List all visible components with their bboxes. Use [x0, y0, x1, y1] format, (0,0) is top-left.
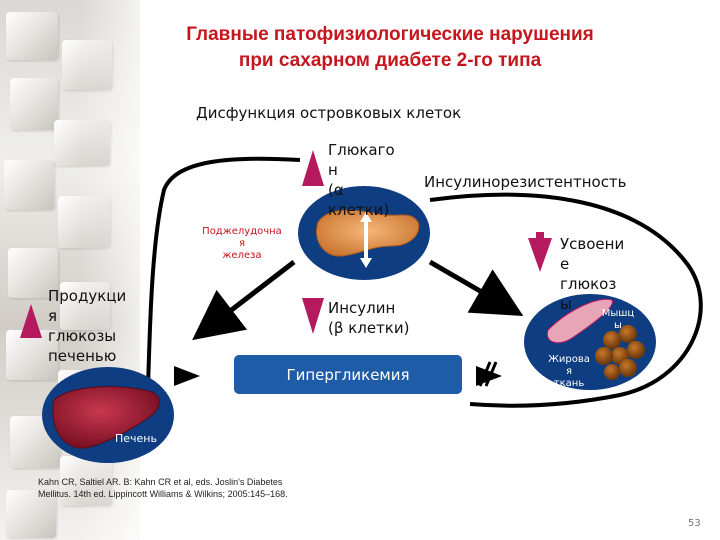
fat-label-line: ткань — [553, 378, 585, 389]
subtitle: Дисфункция островковых клеток — [196, 104, 462, 122]
muscle-label: Мышц ы — [598, 308, 638, 332]
block-slash-2 — [484, 361, 498, 387]
glucagon-label-line: (α — [328, 181, 344, 199]
liver-production-up-triangle — [20, 304, 42, 338]
page-title: Главные патофизиологические нарушения пр… — [90, 22, 690, 74]
fat-label-line: Жирова — [548, 354, 590, 365]
glucagon-label-line: Глюкаго — [328, 141, 395, 159]
liver-production-label: Продукци я глюкозы печенью — [48, 286, 126, 366]
pancreas-label-line: железа — [222, 250, 262, 261]
hyperglycemia-box: Гипергликемия — [234, 355, 462, 394]
muscle-label-line: ы — [614, 320, 622, 331]
glucose-uptake-label-line: глюкоз — [560, 275, 617, 293]
insulin-resistance-label: Инсулинорезистентность — [424, 173, 627, 191]
sugar-cube — [6, 12, 58, 60]
glucose-uptake-label-line: Усвоени — [560, 235, 625, 253]
insulin-label-line: Инсулин — [328, 299, 396, 317]
insulin-label-line: (β клетки) — [328, 319, 410, 337]
arrow-to-liver — [192, 260, 296, 341]
liver-production-label-line: я — [48, 307, 58, 325]
sugar-cube — [6, 330, 58, 380]
liver-icon — [52, 386, 160, 449]
pancreas-label-line: Поджелудочна — [202, 226, 282, 237]
glucose-uptake-down-triangle — [528, 238, 552, 272]
updown-arrow-icon — [360, 212, 372, 268]
title-line-1: Главные патофизиологические нарушения — [186, 24, 594, 45]
glucose-uptake-label-line: е — [560, 255, 570, 273]
reference-line: Mellitus. 14th ed. Lippincott Williams &… — [38, 489, 288, 499]
glucagon-up-triangle — [302, 150, 324, 186]
liver-production-label-line: печенью — [48, 347, 117, 365]
title-line-2: при сахарном диабете 2-го типа — [238, 50, 542, 71]
block-slash-1 — [478, 361, 492, 387]
pancreas-label: Поджелудочна я железа — [196, 226, 288, 262]
reference: Kahn CR, Saltiel AR. В: Kahn CR et al, e… — [38, 476, 348, 500]
triangle-cap — [536, 232, 544, 239]
loop-line-right — [429, 192, 703, 408]
glucagon-label-line: клетки) — [328, 201, 390, 219]
liver-production-label-line: глюкозы — [48, 327, 117, 345]
insulin-label: Инсулин (β клетки) — [328, 298, 409, 338]
liver-label: Печень — [115, 432, 157, 445]
reference-line: Kahn CR, Saltiel AR. В: Kahn CR et al, e… — [38, 477, 283, 487]
insulin-down-triangle — [302, 298, 324, 334]
muscle-icon — [546, 298, 613, 344]
arrow-to-muscle — [428, 259, 524, 317]
arrow-to-hyperglycemia — [174, 366, 200, 386]
page-number: 53 — [688, 518, 701, 529]
pancreas-label-line: я — [238, 238, 245, 249]
glucose-uptake-label-line: ы — [560, 295, 572, 313]
liver-production-label-line: Продукци — [48, 287, 127, 305]
fat-label: Жирова я ткань — [546, 354, 592, 390]
fat-tissue-icon — [595, 325, 645, 380]
glucose-uptake-label: Усвоени е глюкоз ы — [560, 234, 624, 314]
fat-label-line: я — [565, 366, 572, 377]
sugar-cube — [10, 78, 58, 130]
sugar-cube — [4, 160, 54, 210]
glucagon-label: Глюкаго н (α клетки) — [328, 140, 395, 220]
glucagon-label-line: н — [328, 161, 338, 179]
sugar-cube — [8, 248, 58, 298]
loop-line-left — [146, 156, 301, 389]
muscle-label-line: Мышц — [601, 308, 635, 319]
sugar-cube — [6, 490, 56, 538]
